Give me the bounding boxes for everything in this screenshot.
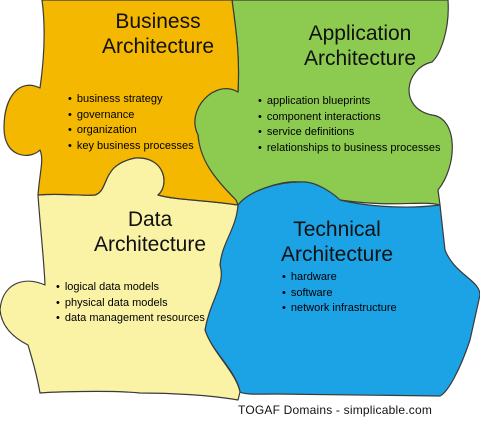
business-title: Business Architecture (88, 9, 228, 59)
list-item: relationships to business processes (258, 141, 441, 157)
application-title-line1: Application (308, 22, 412, 45)
technical-title-line1: Technical (293, 218, 381, 241)
list-item: application blueprints (258, 94, 441, 110)
list-item: service definitions (258, 125, 441, 141)
technical-title: Technical Architecture (262, 217, 412, 267)
list-item: organization (68, 123, 194, 139)
list-item: software (282, 286, 397, 302)
list-item: hardware (282, 270, 397, 286)
list-item: governance (68, 108, 194, 124)
list-item: key business processes (68, 139, 194, 155)
data-title-line2: Architecture (93, 233, 207, 256)
application-bullet-list: application blueprints component interac… (258, 94, 441, 156)
footer-caption: TOGAF Domains - simplicable.com (238, 403, 433, 417)
business-title-line2: Architecture (101, 35, 215, 58)
list-item: physical data models (56, 296, 205, 312)
list-item: network infrastructure (282, 301, 397, 317)
data-bullet-list: logical data models physical data models… (56, 280, 205, 327)
data-title-line1: Data (127, 208, 173, 231)
data-title: Data Architecture (80, 207, 220, 257)
list-item: logical data models (56, 280, 205, 296)
business-bullet-list: business strategy governance organizatio… (68, 92, 194, 154)
technical-title-line2: Architecture (280, 243, 394, 266)
application-title: Application Architecture (280, 21, 440, 71)
list-item: data management resources (56, 311, 205, 327)
technical-bullet-list: hardware software network infrastructure (282, 270, 397, 317)
list-item: component interactions (258, 110, 441, 126)
list-item: business strategy (68, 92, 194, 108)
application-title-line2: Architecture (303, 47, 417, 70)
business-title-line1: Business (115, 10, 201, 33)
